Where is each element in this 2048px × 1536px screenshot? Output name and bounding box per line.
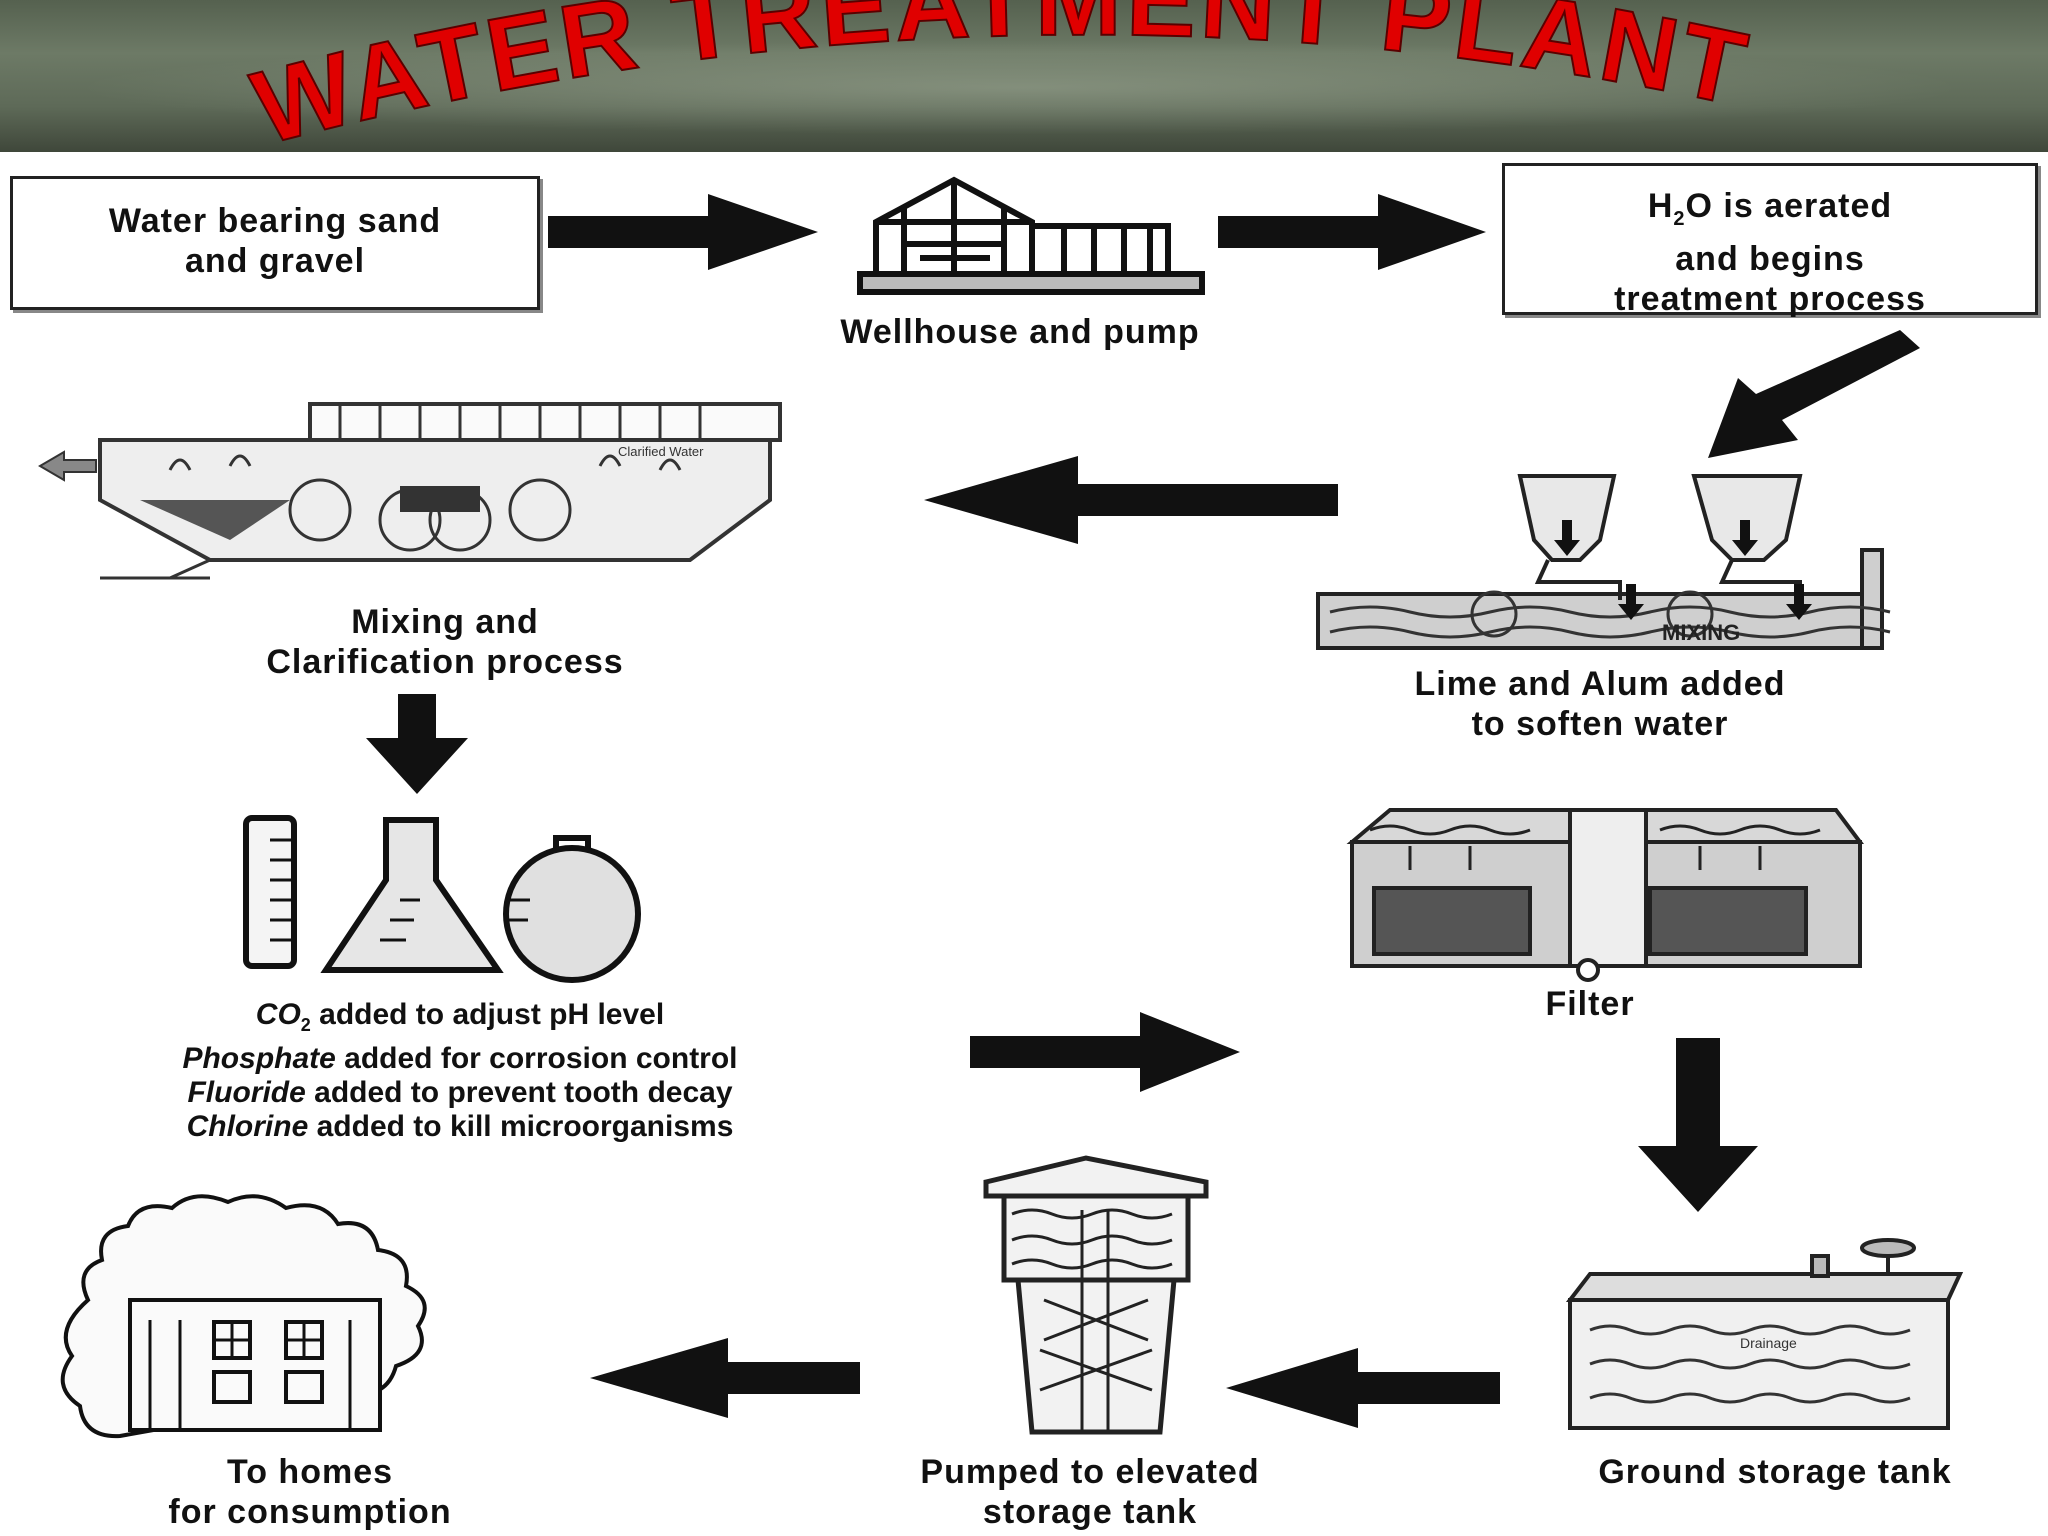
arrow-elevated-to-homes (590, 1338, 860, 1418)
arrow-ground-to-elevated (1226, 1348, 1500, 1428)
ground-tank-label: Ground storage tank (1598, 1453, 1952, 1491)
filter-label: Filter (1545, 985, 1635, 1023)
arrow-aerated-to-lime (1708, 330, 1920, 458)
lime-label: Lime and Alum added to soften water (1290, 664, 1910, 744)
mixing-text: MIXING (1662, 620, 1740, 645)
phosphate-line: Phosphate added for corrosion control (182, 1042, 738, 1075)
arrow-filter-to-ground (1638, 1038, 1758, 1212)
source-line2: and gravel (184, 242, 366, 280)
wellhouse-label: Wellhouse and pump (840, 313, 1200, 351)
fluoride-line: Fluoride added to prevent tooth decay (187, 1076, 733, 1109)
arrow-source-to-wellhouse (548, 194, 818, 270)
source-line1: Water bearing sand (108, 202, 442, 240)
arrow-lime-to-mixing (924, 456, 1338, 544)
mixing-line2: Clarification process (266, 643, 624, 681)
mixing-line1: Mixing and (351, 603, 539, 641)
aerated-box: H2O is aerated and begins treatment proc… (1502, 163, 2038, 318)
lime-line1: Lime and Alum added (1414, 665, 1786, 703)
elevated-label: Pumped to elevated storage tank (830, 1452, 1350, 1532)
homes-label: To homes for consumption (80, 1452, 540, 1532)
elevated-line1: Pumped to elevated (920, 1453, 1260, 1491)
clarified-text: Clarified Water (618, 444, 704, 459)
co2-line: CO2 added to adjust pH level (255, 998, 665, 1035)
chemicals-text: CO2 added to adjust pH level Phosphate a… (40, 998, 880, 1144)
chlorine-line: Chlorine added to kill microorganisms (186, 1110, 734, 1143)
source-box: Water bearing sand and gravel (10, 176, 540, 310)
homes-line1: To homes (226, 1453, 394, 1491)
arrow-wellhouse-to-aerated (1218, 194, 1486, 270)
aerated-line3: treatment process (1614, 279, 1926, 318)
mixing-label: Mixing and Clarification process (150, 602, 740, 682)
arrow-mixing-to-chemicals (366, 694, 468, 794)
arrow-chemicals-to-filter (970, 1012, 1240, 1092)
aerated-line1: H2O is aerated (1647, 187, 1893, 230)
elevated-line2: storage tank (982, 1493, 1198, 1531)
aerated-line2: and begins (1675, 239, 1865, 278)
drainage-text: Drainage (1740, 1335, 1797, 1351)
title-banner (0, 0, 2048, 152)
lime-line2: to soften water (1471, 705, 1729, 743)
homes-line2: for consumption (168, 1493, 452, 1531)
page-title: WATER TREATMENT PLANT (241, 0, 1756, 160)
